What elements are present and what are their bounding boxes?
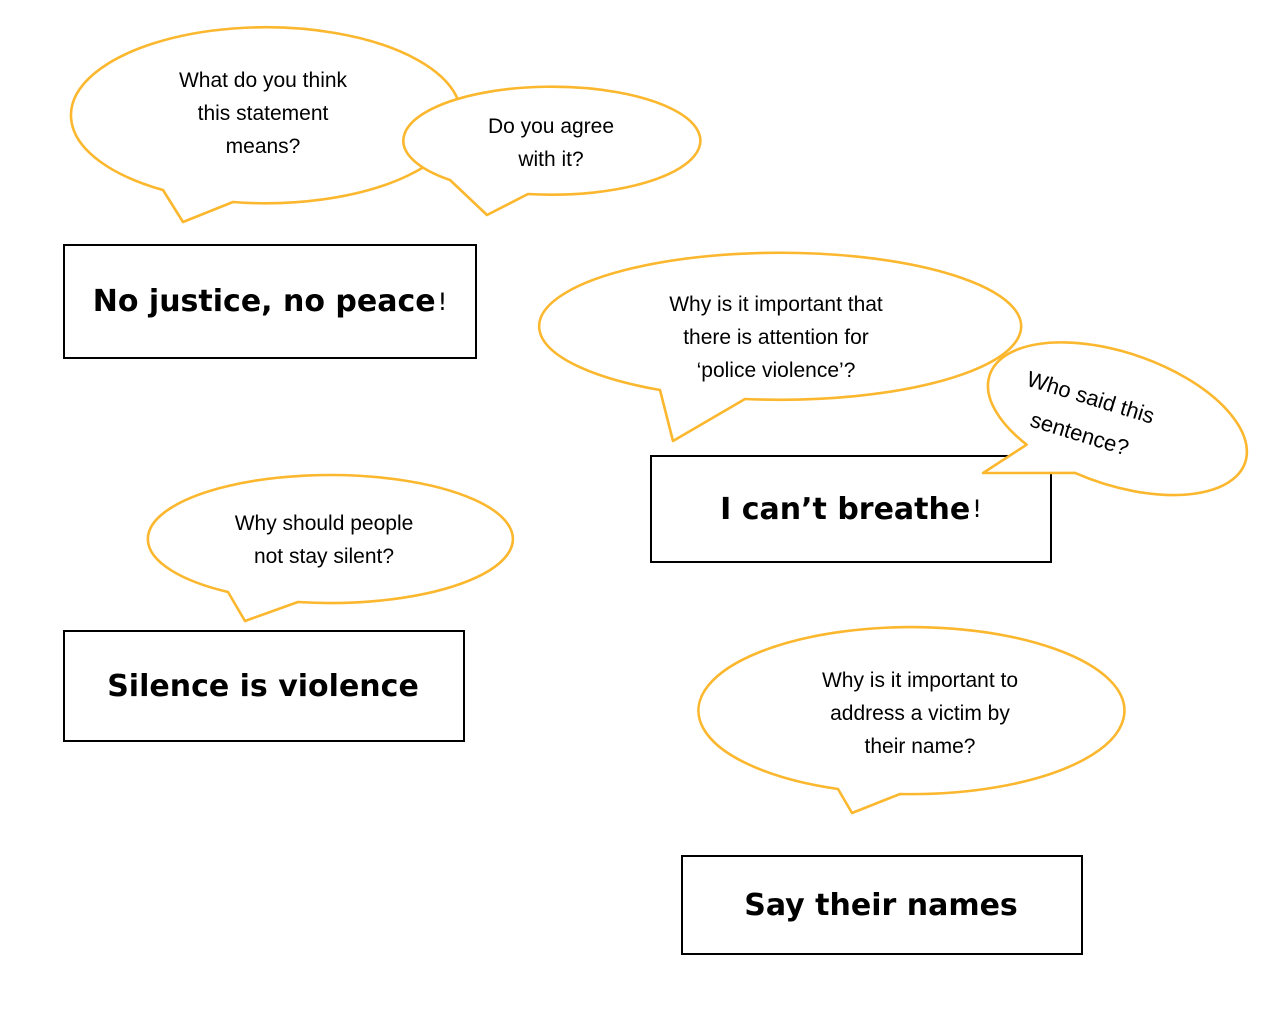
speech-bubble-what-think	[69, 25, 463, 224]
statement-box-no-justice: No justice, no peace!	[63, 244, 477, 359]
statement-box-silence-violence: Silence is violence	[63, 630, 465, 742]
bubble-text-agree: Do you agree with it?	[487, 115, 615, 171]
statement-text: Say their names	[744, 887, 1018, 923]
statement-exclamation: !	[972, 495, 982, 523]
speech-bubble-not-silent	[146, 473, 515, 623]
bubble-text-attention-police-violence: Why is it important that there is attent…	[669, 293, 883, 382]
bubble-text-victim-name: Why is it important to address a victim …	[821, 669, 1019, 758]
speech-bubble-agree	[402, 85, 702, 217]
statement-text: I can’t breathe	[720, 491, 971, 527]
bubble-text-what-think: What do you think this statement means?	[178, 69, 348, 158]
speech-bubble-attention-police-violence	[537, 251, 1023, 443]
speech-bubble-who-said	[981, 341, 1249, 497]
statement-box-say-names: Say their names	[681, 855, 1083, 955]
statement-exclamation: !	[437, 287, 448, 316]
statement-text: Silence is violence	[107, 668, 419, 704]
bubble-text-not-silent: Why should people not stay silent?	[234, 512, 414, 568]
statement-text: No justice, no peace	[92, 284, 436, 319]
speech-bubble-victim-name	[697, 625, 1126, 815]
